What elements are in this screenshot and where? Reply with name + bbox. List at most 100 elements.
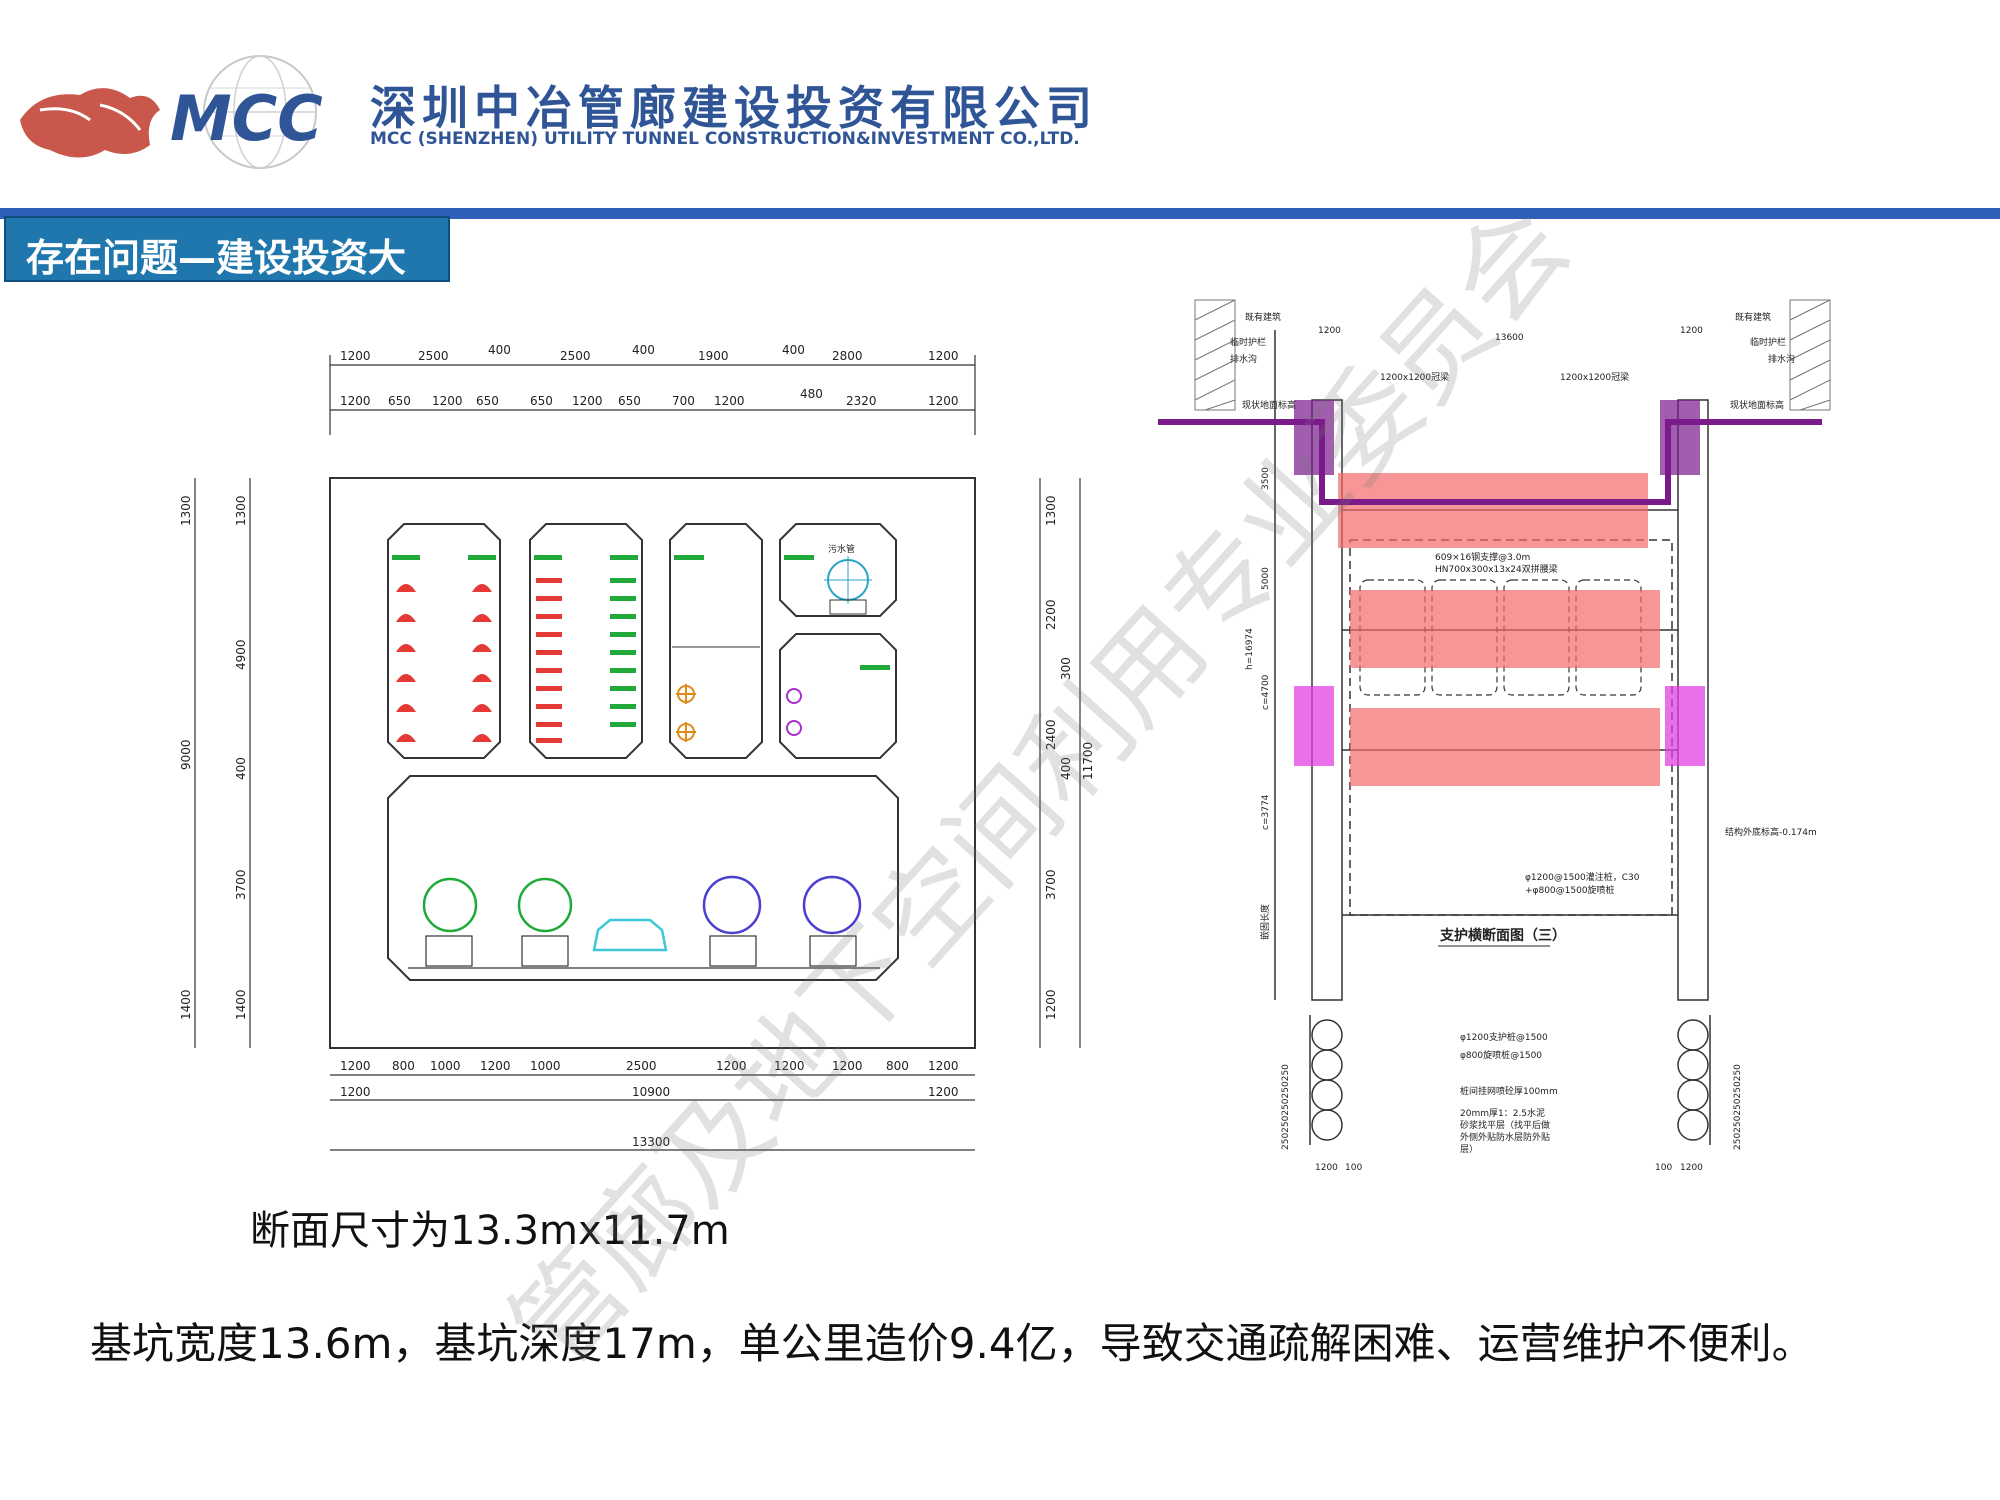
top-dim2-9: 1200: [714, 394, 745, 408]
company-logo: MCC: [10, 50, 1110, 180]
top-dim2-1: 1200: [340, 394, 371, 408]
top-dim2-8: 700: [672, 394, 695, 408]
pile-note-2: +φ800@1500旋喷桩: [1525, 884, 1615, 896]
left-inner-dim-4: 3700: [234, 869, 248, 900]
left-inner-dim-3: 400: [234, 757, 248, 780]
dim-5000: 5000: [1261, 567, 1271, 590]
label-building-left: 既有建筑: [1245, 311, 1281, 323]
bottom-dim-8: 1200: [774, 1059, 805, 1073]
company-name-cn: 深圳中冶管廊建设投资有限公司: [370, 81, 1098, 135]
company-name-en: MCC (SHENZHEN) UTILITY TUNNEL CONSTRUCTI…: [370, 129, 1080, 149]
right-inner-dim-6: 3700: [1044, 869, 1058, 900]
plan-dim-4: 1200: [1680, 1163, 1703, 1173]
bottom-total-dim: 13300: [632, 1135, 670, 1149]
bottom-dim-11: 1200: [928, 1059, 959, 1073]
label-ground-left: 现状地面标高: [1242, 399, 1296, 411]
bottom-dim2-2: 10900: [632, 1085, 670, 1099]
logo-text: MCC: [170, 82, 323, 155]
top-dim2-4: 650: [476, 394, 499, 408]
bull-emblem-icon: [20, 88, 160, 158]
steel-waler-label: HN700x300x13x24双拼腰梁: [1435, 563, 1558, 575]
globe-icon: [203, 55, 317, 169]
right-inner-dim-3: 300: [1059, 657, 1073, 680]
top-dim2-2: 650: [388, 394, 411, 408]
dim-1200-left: 1200: [1318, 326, 1341, 336]
summary-caption: 基坑宽度13.6m，基坑深度17m，单公里造价9.4亿，导致交通疏解困难、运营维…: [90, 1319, 1814, 1368]
top-dim2-5: 650: [530, 394, 553, 408]
plan-side-dims-left: 250250250250250: [1281, 1064, 1291, 1150]
bottom-dim-10: 800: [886, 1059, 909, 1073]
bottom-elev-label: 结构外底标高-0.174m: [1725, 826, 1817, 838]
header-divider: [0, 208, 2000, 219]
bottom-dim-6: 2500: [626, 1059, 657, 1073]
top-dim-3: 400: [488, 343, 511, 357]
legend-3: 桩间挂网喷砼厚100mm: [1460, 1085, 1558, 1097]
left-outer-dim-3: 1400: [179, 989, 193, 1020]
tunnel-cross-section-drawing: 污水管 1200 2500 400 2500 400 1900 400 2: [170, 330, 1100, 1170]
excavation-support-drawing: 既有建筑 既有建筑 临时护栏 临时护栏 排水沟 排水沟 现状地面标高 现状地面标…: [1150, 290, 1850, 1190]
dim-3774: c=3774: [1261, 794, 1271, 830]
plan-dim-2: 100: [1345, 1163, 1362, 1173]
label-fence-right: 临时护栏: [1750, 336, 1786, 348]
left-inner-dim-1: 1300: [234, 495, 248, 526]
left-inner-dim-2: 4900: [234, 639, 248, 670]
sewage-pipe-icon: 污水管: [784, 543, 890, 736]
top-dim-9: 1200: [928, 349, 959, 363]
dim-3500: 3500: [1261, 467, 1271, 490]
dim-h: h=16974: [1245, 628, 1255, 670]
plan-dim-3: 100: [1655, 1163, 1672, 1173]
right-inner-dim-5: 400: [1059, 757, 1073, 780]
plan-dim-1: 1200: [1315, 1163, 1338, 1173]
top-dim2-7: 650: [618, 394, 641, 408]
top-dim2-10: 480: [800, 387, 823, 401]
cable-tray-icon: [392, 555, 496, 742]
water-pipe-icon: [422, 875, 862, 967]
left-outer-dim-1: 1300: [179, 495, 193, 526]
section-size-caption: 断面尺寸为13.3mx11.7m: [250, 1208, 730, 1254]
top-dim-5: 400: [632, 343, 655, 357]
pile-note-1: φ1200@1500灌注桩，C30: [1525, 871, 1640, 883]
top-dim-1: 1200: [340, 349, 371, 363]
bottom-dim-2: 800: [392, 1059, 415, 1073]
support-highlight: [1158, 400, 1822, 786]
sewage-pipe-label: 污水管: [828, 543, 855, 555]
right-inner-dim-4: 2400: [1044, 719, 1058, 750]
left-inner-dim-5: 1400: [234, 989, 248, 1020]
existing-building-hatch: [1194, 299, 1831, 411]
steel-support-label: 609×16钢支撑@3.0m: [1435, 551, 1530, 563]
dim-1200-right: 1200: [1680, 326, 1703, 336]
top-dim2-3: 1200: [432, 394, 463, 408]
legend-2: φ800旋喷桩@1500: [1460, 1049, 1542, 1061]
bottom-dim-4: 1200: [480, 1059, 511, 1073]
crown-beam-left: 1200x1200冠梁: [1380, 371, 1449, 383]
top-dim2-12: 1200: [928, 394, 959, 408]
label-drain-left: 排水沟: [1230, 353, 1257, 365]
top-dim-4: 2500: [560, 349, 591, 363]
drawing-title: 支护横断面图（三）: [1439, 927, 1566, 944]
embed-label: 嵌固长度: [1259, 904, 1271, 940]
section-title: 存在问题—建设投资大: [26, 236, 407, 280]
legend-6: 外侧外贴防水层防外贴: [1460, 1131, 1550, 1143]
top-dim-2: 2500: [418, 349, 449, 363]
label-ground-right: 现状地面标高: [1730, 399, 1784, 411]
dim-13600: 13600: [1495, 333, 1524, 343]
crown-beam-right: 1200x1200冠梁: [1560, 371, 1629, 383]
section-tab: [4, 216, 450, 282]
top-dim-7: 400: [782, 343, 805, 357]
right-inner-dim-7: 1200: [1044, 989, 1058, 1020]
label-drain-right: 排水沟: [1768, 353, 1795, 365]
legend-4: 20mm厚1：2.5水泥: [1460, 1107, 1545, 1119]
right-inner-dim-2: 2200: [1044, 599, 1058, 630]
pile-plan-icon: [1309, 1015, 1711, 1145]
bottom-dim-7: 1200: [716, 1059, 747, 1073]
bottom-dim2-3: 1200: [928, 1085, 959, 1099]
legend-1: φ1200支护桩@1500: [1460, 1031, 1548, 1043]
top-dim-6: 1900: [698, 349, 729, 363]
top-dim-8: 2800: [832, 349, 863, 363]
legend-7: 层）: [1460, 1144, 1478, 1155]
legend-5: 砂浆找平层（找平后做: [1460, 1119, 1550, 1131]
right-outer-dim: 11700: [1081, 742, 1095, 780]
bottom-dim2-1: 1200: [340, 1085, 371, 1099]
top-dim2-6: 1200: [572, 394, 603, 408]
cable-rack-icon: [534, 555, 638, 743]
